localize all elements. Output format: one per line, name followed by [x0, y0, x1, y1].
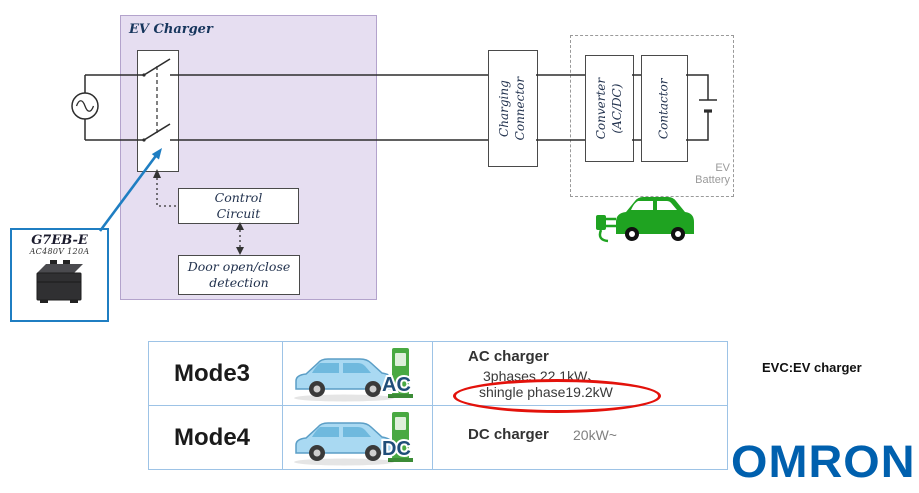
charging-connector-box: Charging Connector — [488, 50, 538, 167]
charger-desc-cell: DC charger 20kW~ — [433, 406, 727, 469]
door-detection-label-2: detection — [209, 275, 269, 290]
relay-product-box: G7EB-E AC480V 120A — [10, 228, 109, 322]
highlight-ellipse — [453, 379, 661, 413]
charging-connector-label-1: Charging — [497, 80, 512, 137]
omron-logo: OMRON — [731, 436, 916, 487]
relay-name: G7EB-E — [31, 233, 88, 248]
charger-detail-1: 20kW~ — [573, 427, 617, 443]
car-image-cell: AC — [283, 342, 433, 405]
contactor-label: Contactor — [656, 78, 671, 139]
charging-connector-label-2: Connector — [513, 76, 527, 141]
table-row-mode4: Mode4 DC DC charger 20kW~ — [149, 405, 727, 469]
table-row-mode3: Mode3 AC AC charger 3phases 22.1kW、 — [149, 342, 727, 413]
relay-switch-box — [137, 50, 179, 172]
ev-charger-title: EV Charger — [129, 22, 213, 37]
car-image-cell: DC — [283, 406, 433, 469]
mode-table: Mode3 AC AC charger 3phases 22.1kW、 — [148, 341, 728, 470]
evc-note: EVC:EV charger — [762, 360, 862, 375]
door-detection-label-1: Door open/close — [187, 259, 291, 275]
contactor-box: Contactor — [641, 55, 688, 162]
charger-type: AC charger — [468, 348, 549, 365]
control-circuit-box: Control Circuit — [178, 188, 299, 224]
converter-label-2: (AC/DC) — [609, 83, 624, 134]
relay-spec: AC480V 120A — [29, 247, 90, 256]
door-detection-box: Door open/close detection — [178, 255, 300, 295]
converter-box: Converter (AC/DC) — [585, 55, 634, 162]
charge-type-badge: AC — [382, 374, 411, 396]
charger-desc-cell: AC charger 3phases 22.1kW、 shingle phase… — [433, 342, 727, 413]
ev-car-icon — [596, 197, 694, 243]
car-charging-image: AC — [293, 347, 413, 401]
charge-type-badge: DC — [382, 438, 411, 460]
control-circuit-label-2: Circuit — [216, 206, 261, 221]
control-circuit-label-1: Control — [214, 190, 263, 206]
converter-label-1: Converter — [593, 77, 608, 140]
mode-label: Mode3 — [149, 342, 283, 405]
ev-battery-label: EV Battery — [695, 162, 730, 186]
car-charging-image: DC — [293, 411, 413, 465]
ac-source-icon — [71, 92, 99, 120]
charger-type: DC charger — [468, 426, 549, 443]
mode-label: Mode4 — [149, 406, 283, 469]
relay-product-image — [36, 260, 83, 303]
